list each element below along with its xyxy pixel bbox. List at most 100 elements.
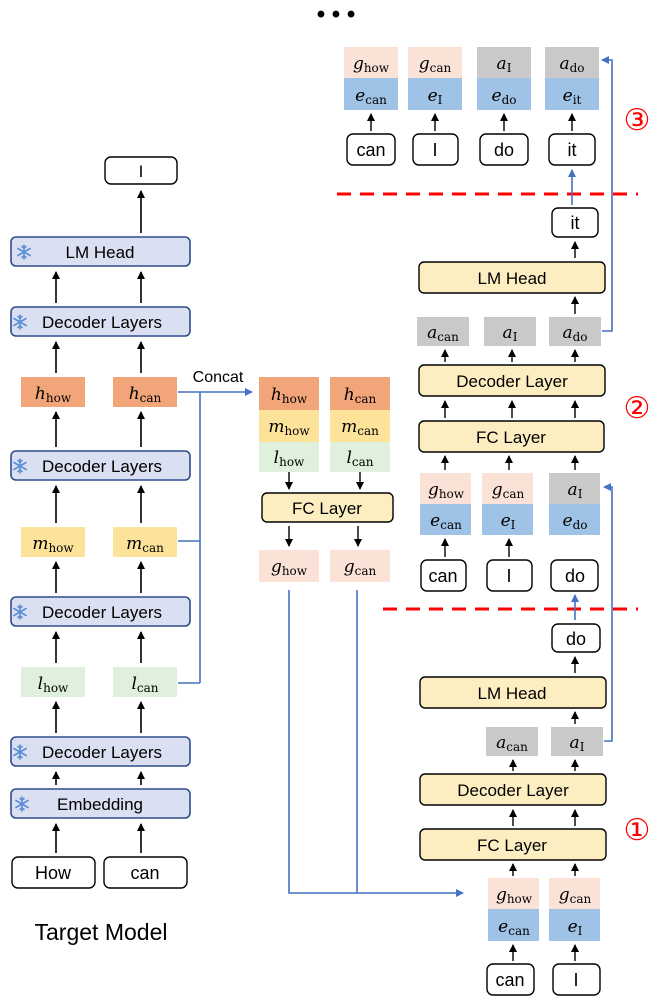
s2-arrows	[441, 241, 579, 557]
s1-output-box	[551, 623, 601, 653]
continuation-ellipsis: • • •	[317, 1, 356, 28]
s1-a-I-cell	[551, 727, 603, 756]
target-arrows	[52, 190, 145, 853]
s1-e-can: ecan	[498, 917, 530, 938]
s3-e-can-cell	[344, 78, 398, 110]
s3-input-do-box	[479, 133, 529, 166]
fusion-m-how-cell	[259, 410, 319, 442]
feature-fusion: hhow hcan mhow mcan lhow lcan FC Layer g…	[259, 377, 464, 897]
s1-e-can-cell	[488, 909, 539, 941]
s2-a-I-cell	[484, 317, 536, 346]
s1-lm-head	[419, 676, 607, 709]
s2-g-how-cell	[420, 473, 471, 504]
draft-stage-3: • • • ③ ghow gcan aI ado ecan eI edo eit…	[317, 1, 651, 166]
s3-e-do: edo	[492, 86, 517, 107]
s2-a-I: aI	[503, 323, 518, 344]
s1-a-can-cell	[486, 727, 538, 756]
s2-output-box	[551, 207, 599, 238]
target-h-can: hcan	[129, 384, 162, 405]
s2-input-do-box	[550, 559, 599, 592]
fusion-l-how: lhow	[274, 448, 305, 469]
target-l-how-cell	[21, 667, 85, 697]
s3-a-I-cell	[477, 47, 531, 78]
s2-e-can-cell	[420, 504, 471, 535]
s2-e-I-cell	[482, 504, 533, 535]
target-lm-head	[10, 236, 191, 267]
target-l-can-cell	[113, 667, 177, 697]
target-decoder-layers-label: Decoder Layers	[42, 457, 162, 476]
fusion-m-can-cell	[330, 410, 390, 442]
step-2-marker: ②	[624, 392, 651, 425]
s3-e-do-cell	[477, 78, 531, 110]
target-embedding-label: Embedding	[57, 795, 143, 814]
s1-g-how: ghow	[496, 885, 533, 906]
s2-a-can-cell	[417, 317, 469, 346]
fusion-l-can: lcan	[346, 448, 373, 469]
target-input-how: How	[35, 863, 72, 883]
concat-label: Concat	[193, 369, 244, 386]
target-input-how-box	[11, 856, 96, 889]
target-decoder-layers-3	[10, 450, 191, 481]
s3-input-I-box	[412, 133, 459, 166]
fusion-fc-layer	[261, 492, 394, 523]
s1-a-I: aI	[570, 733, 585, 754]
s2-fc-layer	[418, 420, 605, 453]
fusion-arrows	[285, 472, 364, 547]
target-model-caption: Target Model	[35, 919, 168, 945]
s1-arrows	[509, 656, 579, 961]
s3-e-I: eI	[428, 86, 443, 107]
s2-a-can: acan	[427, 323, 459, 344]
target-m-how: mhow	[32, 534, 74, 555]
s3-g-how-cell	[344, 47, 398, 78]
s2-lm-head-label: LM Head	[478, 269, 547, 288]
s3-input-can-box	[346, 133, 396, 166]
target-model: I LM Head Decoder Layers hhow hcan Decod…	[10, 156, 253, 945]
s3-e-can: ecan	[355, 86, 387, 107]
target-decoder-layers-4	[10, 306, 191, 337]
target-decoder-layers-label: Decoder Layers	[42, 603, 162, 622]
fusion-m-can: mcan	[341, 417, 379, 438]
s2-input-I: I	[506, 566, 511, 586]
s3-arrows	[367, 113, 576, 131]
draft-stage-1: ① ghow gcan ecan eI can I FC Layer Decod…	[383, 607, 651, 996]
s3-e-it-cell	[545, 78, 599, 110]
step-1-marker: ①	[624, 814, 651, 847]
s1-e-I: eI	[568, 917, 583, 938]
s3-input-do: do	[494, 140, 514, 160]
s2-fc-layer-label: FC Layer	[476, 428, 546, 447]
s3-g-can-cell	[408, 47, 462, 78]
s3-g-can: gcan	[419, 54, 452, 75]
fusion-g-how-cell	[259, 550, 319, 582]
fusion-h-can-cell	[330, 377, 390, 410]
s2-e-do: edo	[563, 511, 588, 532]
fusion-l-how-cell	[259, 442, 319, 472]
s3-g-how: ghow	[353, 54, 390, 75]
draft-stage-2: ② ghow gcan aI ecan eI edo can I do FC L…	[337, 192, 651, 592]
s2-input-can-box	[420, 559, 467, 592]
s2-decoder-layer	[418, 364, 606, 397]
s3-a-do: ado	[559, 54, 584, 75]
target-m-can-cell	[113, 527, 177, 557]
s3-input-can: can	[356, 140, 385, 160]
s1-g-how-cell	[488, 878, 539, 909]
s1-fc-layer-label: FC Layer	[477, 836, 547, 855]
target-decoder-layers-2	[10, 596, 191, 627]
target-l-can: lcan	[131, 674, 158, 695]
target-embedding	[10, 788, 191, 819]
s1-e-I-cell	[549, 909, 600, 941]
s3-input-it: it	[568, 140, 577, 160]
s1-input-I-box	[552, 963, 601, 996]
target-h-how-cell	[21, 377, 85, 407]
s2-a-I-cell	[549, 473, 600, 504]
target-input-can: can	[130, 863, 159, 883]
s2-input-I-box	[486, 559, 533, 592]
step-3-marker: ③	[624, 104, 651, 137]
s2-e-do-cell	[549, 504, 600, 535]
fusion-g-can-cell	[330, 550, 390, 582]
target-input-can-box	[103, 856, 188, 889]
s2-input-do: do	[565, 566, 585, 586]
s2-g-can: gcan	[492, 480, 525, 501]
target-m-can: mcan	[126, 534, 164, 555]
s3-input-it-box	[548, 133, 596, 166]
s3-e-it: eit	[563, 86, 582, 107]
